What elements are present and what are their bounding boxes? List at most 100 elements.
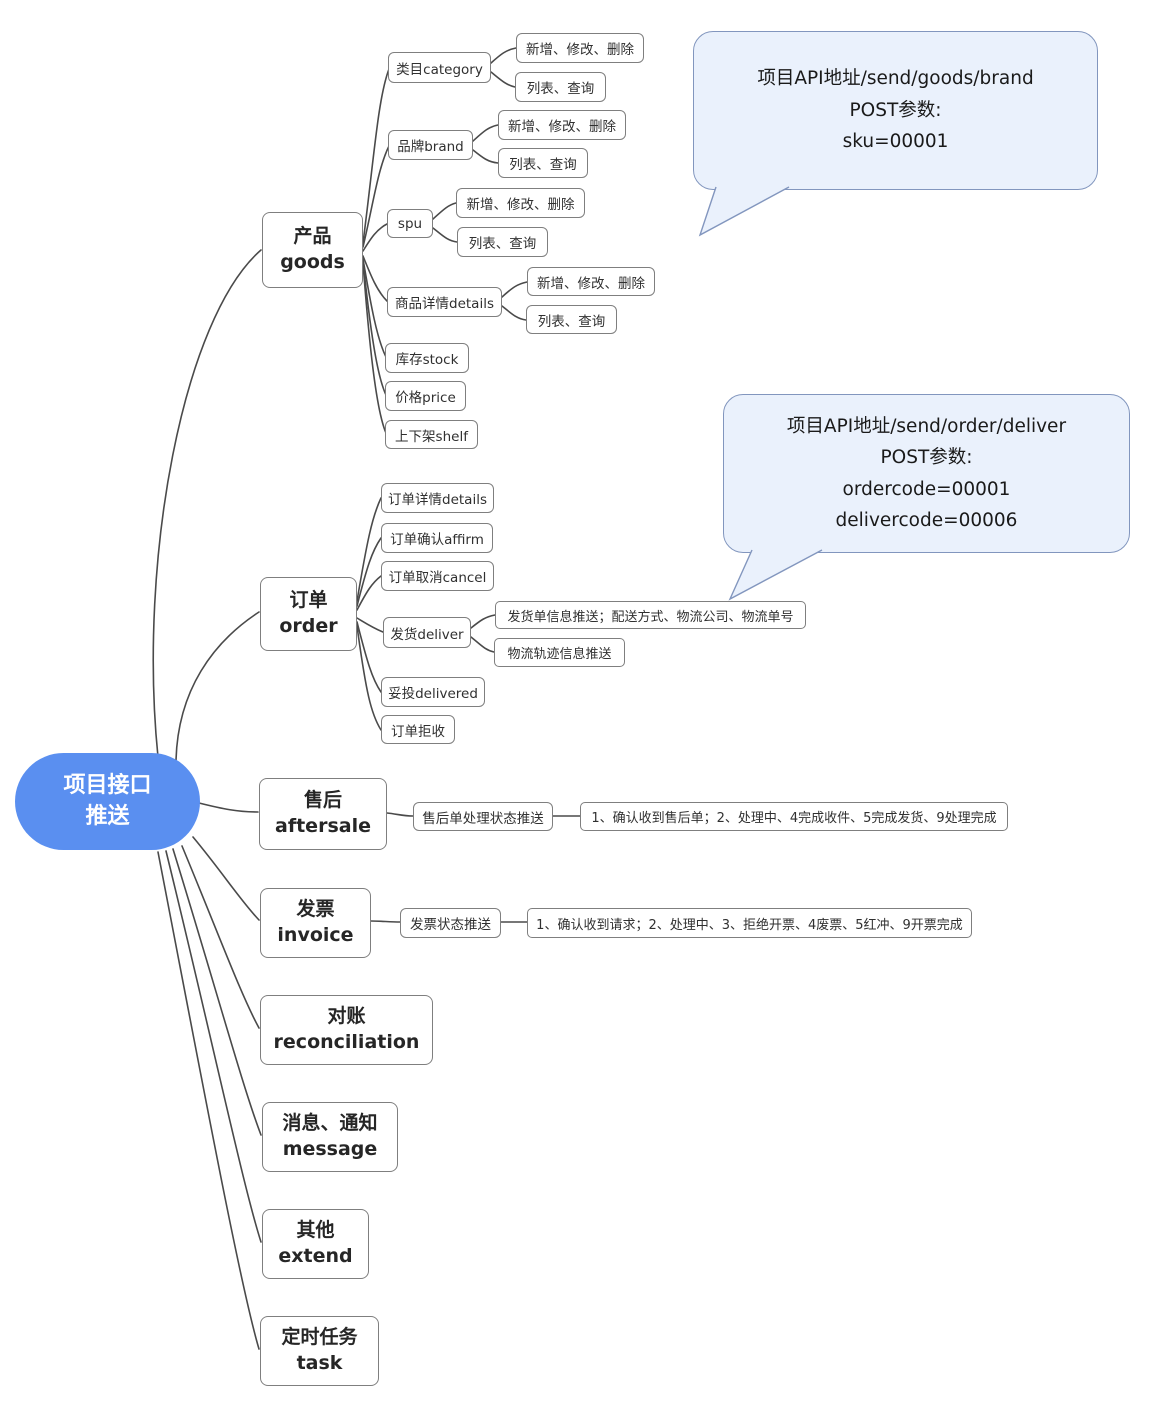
branch-message-zh: 消息、通知 — [282, 1112, 378, 1135]
leaf-category-list[interactable]: 列表、查询 — [515, 72, 606, 102]
connector-goods-shelf — [362, 262, 387, 434]
leaf-category[interactable]: 类目category — [388, 52, 491, 83]
connector-order-delivered — [356, 621, 382, 693]
branch-goods-en: goods — [280, 251, 345, 273]
connector-goods-details — [362, 255, 388, 302]
connector-goods-stock — [362, 258, 387, 358]
connector-brand-crud — [472, 124, 499, 142]
branch-order-zh: 订单 — [289, 589, 328, 612]
connector-goods-brand — [362, 145, 390, 248]
leaf-stock[interactable]: 库存stock — [385, 343, 469, 373]
branch-extend-zh: 其他 — [296, 1219, 335, 1242]
branch-reconciliation-zh: 对账 — [327, 1005, 366, 1028]
branch-goods[interactable]: 产品 goods — [262, 212, 363, 288]
branch-invoice-zh: 发票 — [296, 898, 335, 921]
connector-deliver-info — [470, 614, 496, 629]
connector-goods-price — [362, 260, 387, 396]
leaf-spu[interactable]: spu — [387, 209, 433, 238]
leaf-order-delivered[interactable]: 妥投delivered — [381, 677, 485, 707]
connector-category-list — [490, 71, 516, 88]
connector-invoice-push — [370, 920, 401, 923]
branch-task-zh: 定时任务 — [281, 1326, 358, 1349]
branch-task-en: task — [296, 1352, 343, 1374]
branch-aftersale-en: aftersale — [275, 815, 371, 837]
leaf-invoice-push[interactable]: 发票状态推送 — [400, 908, 501, 938]
connector-order-details — [356, 497, 382, 602]
callout-goods-tail — [698, 186, 790, 237]
leaf-order-deliver[interactable]: 发货deliver — [383, 617, 471, 648]
leaf-order-reject[interactable]: 订单拒收 — [381, 715, 455, 744]
callout-order-tail — [728, 549, 823, 601]
leaf-goods-details-crud[interactable]: 新增、修改、删除 — [527, 267, 655, 296]
connector-details-list — [501, 305, 527, 321]
connector-spu-list — [432, 227, 458, 243]
connector-goods-category — [362, 68, 390, 244]
callout-goods-brand-api[interactable]: 项目API地址/send/goods/brand POST参数: sku=000… — [693, 31, 1098, 190]
connector-root-message — [172, 848, 262, 1136]
leaf-price[interactable]: 价格price — [385, 381, 466, 411]
connector-order-affirm — [356, 537, 382, 607]
leaf-order-affirm[interactable]: 订单确认affirm — [381, 523, 493, 553]
connector-goods-spu — [362, 223, 388, 252]
leaf-aftersale-statuses[interactable]: 1、确认收到售后单；2、处理中、4完成收件、5完成发货、9处理完成 — [580, 802, 1008, 831]
branch-extend[interactable]: 其他 extend — [262, 1209, 369, 1279]
connector-root-task — [157, 851, 260, 1350]
connector-brand-list — [472, 149, 499, 164]
branch-message-en: message — [282, 1138, 378, 1160]
connector-category-crud — [490, 47, 517, 64]
connector-details-crud — [501, 281, 528, 298]
branch-order[interactable]: 订单 order — [260, 577, 357, 651]
connector-order-cancel — [356, 575, 382, 611]
mindmap-root[interactable]: 项目接口 推送 — [15, 753, 200, 850]
leaf-goods-details[interactable]: 商品详情details — [387, 287, 502, 317]
connector-root-extend — [165, 850, 262, 1243]
connector-order-reject — [356, 625, 382, 731]
branch-invoice-en: invoice — [277, 924, 354, 946]
callout-order-line4: delivercode=00006 — [835, 509, 1018, 531]
leaf-goods-details-list[interactable]: 列表、查询 — [526, 305, 617, 334]
leaf-shelf[interactable]: 上下架shelf — [385, 420, 478, 449]
branch-aftersale-zh: 售后 — [303, 789, 342, 812]
connector-aftersale-push — [386, 812, 414, 817]
connector-root-invoice — [192, 836, 260, 921]
connector-root-order — [175, 611, 260, 761]
branch-reconciliation[interactable]: 对账 reconciliation — [260, 995, 433, 1065]
connector-spu-crud — [432, 202, 457, 220]
callout-order-deliver-api[interactable]: 项目API地址/send/order/deliver POST参数: order… — [723, 394, 1130, 553]
leaf-spu-list[interactable]: 列表、查询 — [457, 227, 548, 257]
connector-deliver-track — [470, 636, 495, 653]
connector-order-deliver — [356, 617, 384, 633]
callout-order-line1: 项目API地址/send/order/deliver — [786, 415, 1067, 437]
leaf-category-crud[interactable]: 新增、修改、删除 — [516, 33, 644, 63]
root-label-line2: 推送 — [85, 803, 130, 829]
branch-task[interactable]: 定时任务 task — [260, 1316, 379, 1386]
callout-goods-line2: POST参数: — [849, 99, 942, 121]
callout-order-line2: POST参数: — [880, 447, 973, 469]
leaf-invoice-statuses[interactable]: 1、确认收到请求；2、处理中、3、拒绝开票、4废票、5红冲、9开票完成 — [527, 908, 972, 938]
branch-reconciliation-en: reconciliation — [273, 1031, 420, 1053]
connector-root-reconciliation — [181, 845, 260, 1029]
leaf-deliver-info[interactable]: 发货单信息推送；配送方式、物流公司、物流单号 — [495, 601, 806, 629]
connector-root-goods — [152, 249, 262, 758]
leaf-brand-crud[interactable]: 新增、修改、删除 — [498, 110, 626, 140]
branch-goods-zh: 产品 — [293, 225, 332, 248]
branch-extend-en: extend — [278, 1245, 353, 1267]
leaf-deliver-track[interactable]: 物流轨迹信息推送 — [494, 638, 625, 667]
callout-goods-line3: sku=00001 — [842, 131, 949, 153]
leaf-brand[interactable]: 品牌brand — [388, 130, 473, 160]
connector-root-aftersale — [198, 802, 259, 813]
leaf-spu-crud[interactable]: 新增、修改、删除 — [456, 188, 585, 218]
branch-order-en: order — [279, 615, 338, 637]
root-label-line1: 项目接口 — [63, 772, 152, 798]
branch-aftersale[interactable]: 售后 aftersale — [259, 778, 387, 850]
branch-invoice[interactable]: 发票 invoice — [260, 888, 371, 958]
leaf-order-details[interactable]: 订单详情details — [381, 483, 494, 513]
branch-message[interactable]: 消息、通知 message — [262, 1102, 398, 1172]
leaf-brand-list[interactable]: 列表、查询 — [498, 148, 588, 178]
leaf-aftersale-push[interactable]: 售后单处理状态推送 — [413, 802, 553, 831]
leaf-order-cancel[interactable]: 订单取消cancel — [381, 561, 494, 591]
callout-goods-line1: 项目API地址/send/goods/brand — [757, 68, 1034, 90]
